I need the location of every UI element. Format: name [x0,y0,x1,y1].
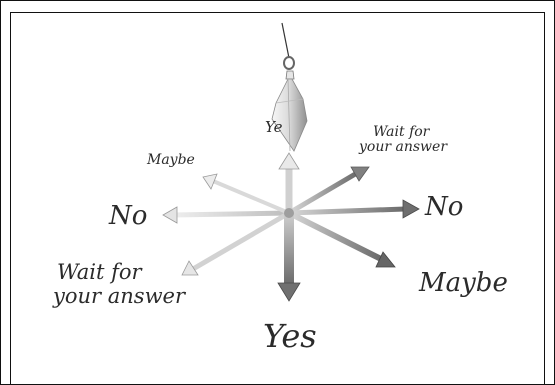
compass-arrows-icon [163,153,419,301]
arrow-no-left [163,207,289,223]
arrows-hub [284,208,294,218]
label-wait-bottom-left-line2: your answer [52,284,187,308]
arrow-yes-bottom [278,213,300,301]
arrow-maybe-bottom-right [289,213,395,267]
label-wait-top-right-line1: Wait for [373,124,431,140]
label-no-left: No [108,201,147,231]
label-wait-bottom-left-line1: Wait for [57,260,144,284]
arrow-wait-bottom-left [182,213,289,275]
label-yes-bottom: Yes [263,317,317,355]
arrow-yes-top [279,153,299,213]
label-wait-top-right-line2: your answer [358,139,448,155]
label-maybe-top-left: Maybe [146,152,195,168]
label-maybe-bottom-right: Maybe [418,268,508,298]
arrow-wait-top-right [289,167,369,213]
label-no-right: No [424,192,463,222]
arrow-maybe-top-left [203,174,289,213]
label-yes-top: Ye [265,118,283,136]
